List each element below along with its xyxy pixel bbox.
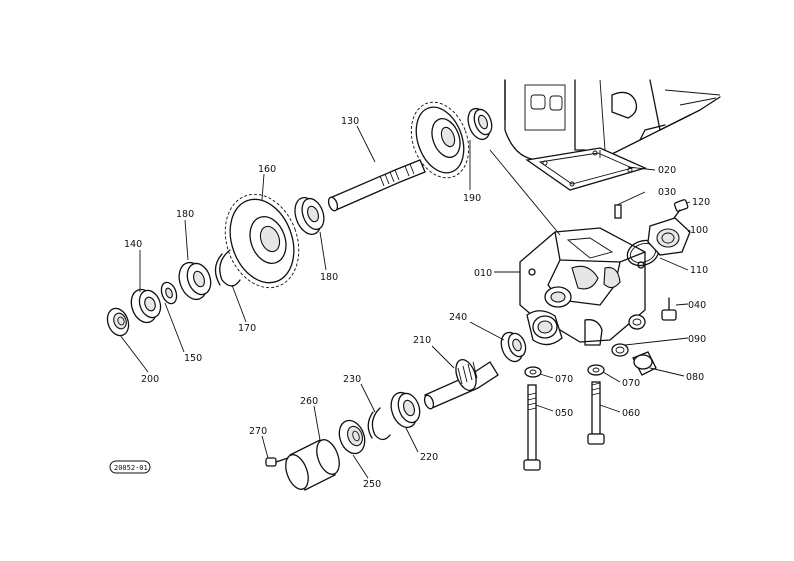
callout-170: 170 [238, 323, 256, 334]
cover-plate-020 [525, 147, 647, 191]
leader-lines [119, 125, 691, 479]
engine-block [504, 79, 721, 161]
callout-100: 100 [690, 225, 708, 236]
callout-labels: 010 020 030 040 050 060 070 070 080 090 … [124, 116, 710, 490]
plug-080 [632, 351, 657, 376]
washer-070-left [524, 366, 542, 378]
callout-220: 220 [420, 452, 438, 463]
callout-050: 050 [555, 408, 573, 419]
callout-040: 040 [688, 300, 706, 311]
bolt-270 [265, 457, 289, 467]
washer-150 [160, 281, 178, 305]
washer-090 [611, 343, 629, 357]
callout-070-left: 070 [555, 374, 573, 385]
callout-120: 120 [692, 197, 710, 208]
gear-upper [410, 101, 470, 179]
callout-230: 230 [343, 374, 361, 385]
callout-060: 060 [622, 408, 640, 419]
bearing-190 [467, 107, 493, 141]
bolt-040 [661, 297, 677, 321]
bearing-140 [130, 288, 162, 324]
snap-ring-230 [367, 407, 391, 441]
callout-080: 080 [686, 372, 704, 383]
shaft-130 [327, 159, 426, 212]
callout-160: 160 [258, 164, 276, 175]
bolt-060 [587, 381, 605, 445]
callout-020: 020 [658, 165, 676, 176]
callout-140: 140 [124, 239, 142, 250]
seal-200 [106, 307, 130, 337]
callout-010: 010 [474, 268, 492, 279]
gear-160 [224, 193, 300, 289]
cover-100 [647, 217, 691, 256]
callout-110: 110 [690, 265, 708, 276]
callout-200: 200 [141, 374, 159, 385]
callout-240: 240 [449, 312, 467, 323]
bearing-220 [390, 391, 421, 429]
callout-210: 210 [413, 335, 431, 346]
callout-030: 030 [658, 187, 676, 198]
callout-180-right: 180 [320, 272, 338, 283]
bearing-180-right [294, 197, 325, 235]
callout-180-left: 180 [176, 209, 194, 220]
washer-070-right [587, 364, 605, 376]
callout-190: 190 [463, 193, 481, 204]
seal-250 [338, 419, 366, 455]
bolt-050 [523, 384, 541, 471]
callout-130: 130 [341, 116, 359, 127]
cap-260 [285, 439, 340, 491]
snap-ring-170 [214, 249, 241, 287]
callout-090: 090 [688, 334, 706, 345]
callout-070-right: 070 [622, 378, 640, 389]
bearing-180-left [178, 261, 212, 301]
callout-250: 250 [363, 479, 381, 490]
shaft-210 [423, 359, 499, 410]
gearbox-housing-010 [519, 227, 646, 346]
callout-270: 270 [249, 426, 267, 437]
callout-150: 150 [184, 353, 202, 364]
pin-030 [614, 204, 622, 219]
reference-code-badge: 20052-01 [109, 460, 151, 474]
bolt-120 [673, 199, 689, 219]
bearing-240 [500, 331, 527, 363]
reference-code: 20052-01 [114, 464, 148, 472]
callout-260: 260 [300, 396, 318, 407]
